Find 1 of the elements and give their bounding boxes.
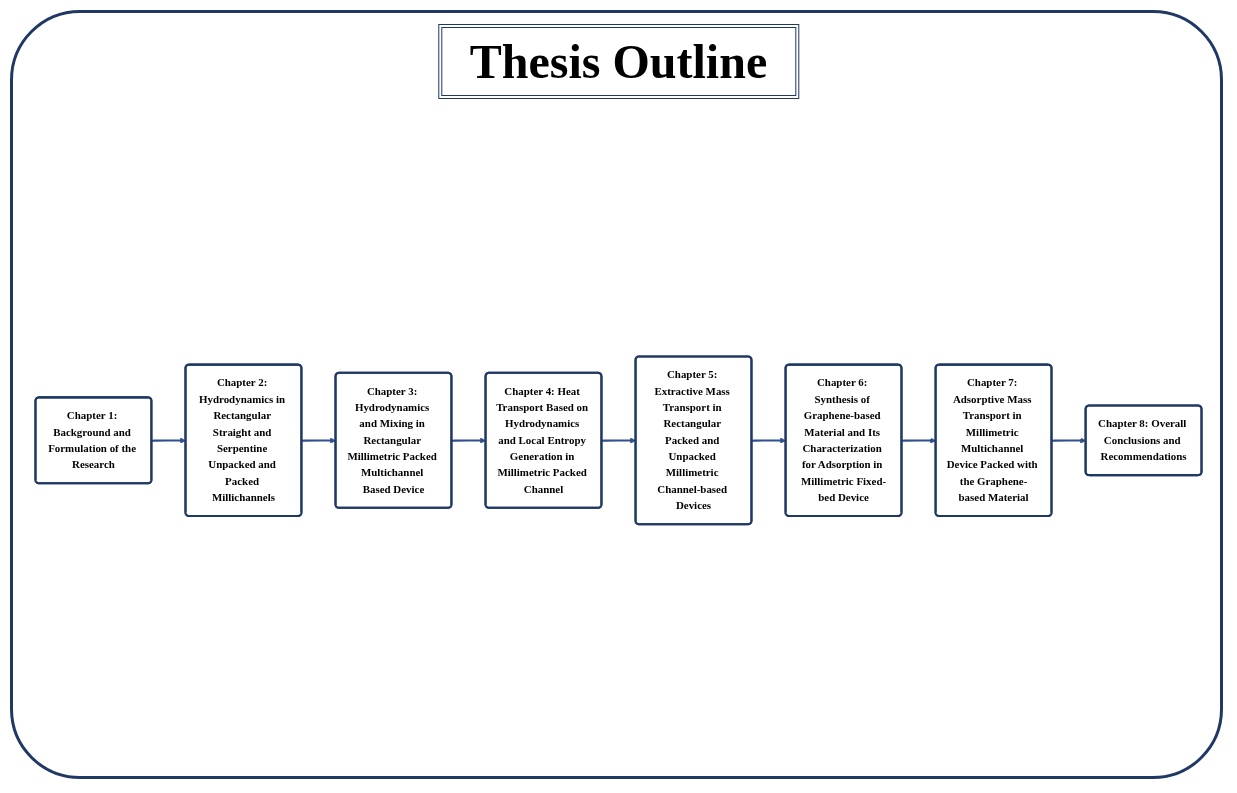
- title: Thesis Outline: [437, 24, 800, 99]
